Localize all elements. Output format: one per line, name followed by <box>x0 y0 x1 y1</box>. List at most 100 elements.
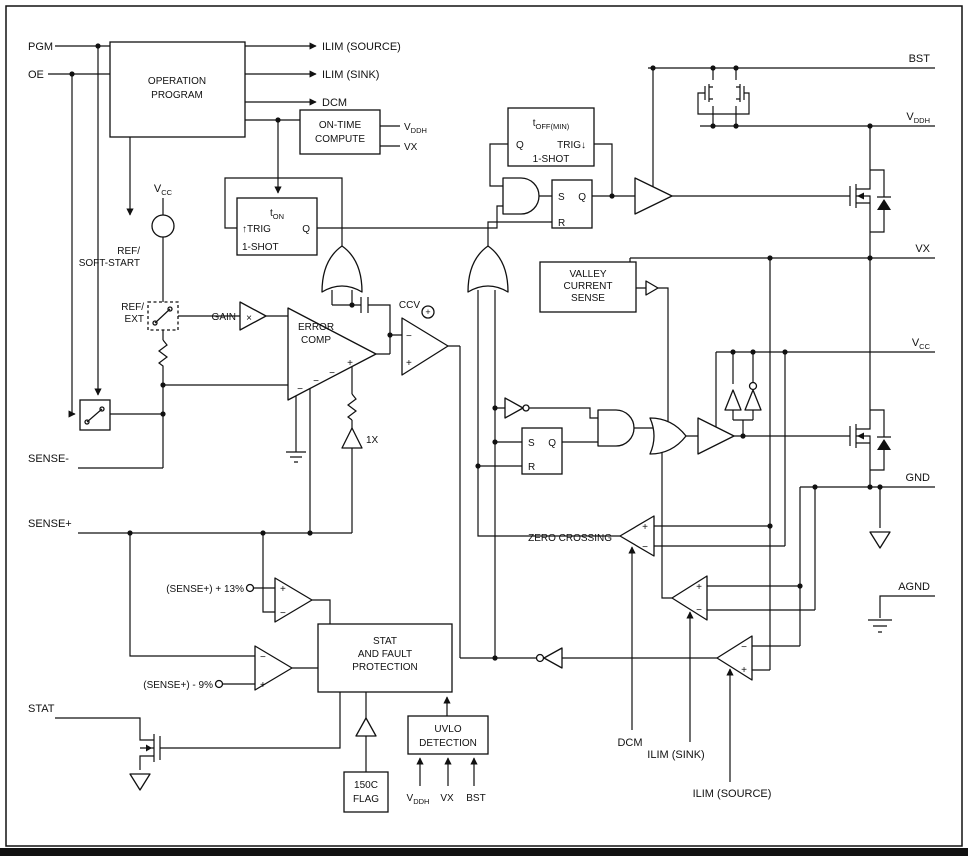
uvp-comparator <box>254 645 293 691</box>
latch-q-label: Q <box>578 192 586 203</box>
zero-crossing-label: ZERO CROSSING <box>528 533 612 544</box>
ton-one-shot-label: 1-SHOT <box>242 242 279 253</box>
mosfet-arrow-icon <box>146 744 152 752</box>
wiring-mosfets <box>704 84 891 487</box>
ref-soft-start-label: SOFT-START <box>79 258 140 269</box>
pin-vcc: VCC <box>912 337 931 351</box>
error-comp-minus: − <box>313 376 319 387</box>
and-gate-top <box>502 177 540 215</box>
junction-dot <box>160 411 166 417</box>
on-time-compute-label: COMPUTE <box>315 134 365 145</box>
zc-minus: − <box>642 542 648 553</box>
junction-dot <box>797 583 803 589</box>
label-ilim-source-in: ILIM (SOURCE) <box>693 788 772 800</box>
valley-sense-label: VALLEY <box>569 269 606 280</box>
switch-icon <box>84 406 105 425</box>
zc-plus: + <box>642 522 648 533</box>
latch-s-label: S <box>558 192 565 203</box>
toff-one-shot-box <box>507 107 595 167</box>
junction-dot <box>387 332 393 338</box>
junction-dot <box>710 65 716 71</box>
ovp-comparator <box>274 577 313 623</box>
junction-dot <box>492 655 498 661</box>
stat-fault-label: AND FAULT <box>358 649 412 660</box>
uvlo-in-bst-label: BST <box>466 793 485 804</box>
junction-dot <box>867 255 873 261</box>
ccv-minus: − <box>406 331 412 342</box>
flag-150c-label: 150C <box>354 780 378 791</box>
on-time-vx-label: VX <box>404 142 418 153</box>
gain-times-symbol: × <box>246 313 252 324</box>
junction-dot <box>492 405 498 411</box>
valley-sense-label: SENSE <box>571 293 605 304</box>
uvlo-in-vx-label: VX <box>440 793 454 804</box>
junction-dot <box>95 43 101 49</box>
ovp-comp-plus: + <box>280 584 286 595</box>
ilim-source-comp-minus: − <box>741 642 747 653</box>
junction-dot <box>260 530 266 536</box>
operation-program-label: OPERATION <box>148 76 206 87</box>
uvp-threshold-terminal <box>214 679 224 689</box>
valley-sense-label: CURRENT <box>564 281 613 292</box>
or-gate-lowside <box>649 417 687 455</box>
junction-dot <box>740 433 746 439</box>
ccv-sum-plus: + <box>425 307 430 317</box>
one-x-buffer <box>341 427 363 449</box>
wire-oe-branch <box>68 74 76 418</box>
valley-sense-buffer <box>645 280 659 296</box>
on-time-vddh-label: VDDH <box>404 122 427 135</box>
ref-ext-label: REF/ <box>121 302 144 313</box>
toff-label: tOFF(MIN) <box>533 118 570 131</box>
or-gate-ton <box>321 245 363 293</box>
ton-one-shot-box <box>236 197 318 256</box>
label-ilim-sink-in: ILIM (SINK) <box>647 749 704 761</box>
or-gate-reset <box>467 245 509 293</box>
and-gate-bottom <box>597 409 635 447</box>
junction-dot <box>160 382 166 388</box>
ilim-source-comp-plus: + <box>741 665 747 676</box>
latch2-s-label: S <box>528 438 535 449</box>
pin-oe: OE <box>28 69 44 81</box>
body-diode-icon <box>877 439 891 450</box>
junction-dot <box>733 65 739 71</box>
inverter-bubble-icon <box>535 653 545 663</box>
switch-blade-icon <box>86 408 103 423</box>
vcc-clamp-b <box>744 389 762 411</box>
pin-stat: STAT <box>28 703 55 715</box>
ccv-sum-icon <box>421 305 435 319</box>
uvlo-in-vddh-label: VDDH <box>407 793 430 806</box>
ovp-comp-minus: − <box>280 608 286 619</box>
mosfet-arrow-icon <box>857 192 864 200</box>
pin-vx: VX <box>915 243 930 255</box>
error-comparator <box>287 307 377 401</box>
junction-dot <box>782 349 788 355</box>
ccv-plus: + <box>406 358 412 369</box>
error-comp-label: ERROR <box>298 322 334 333</box>
mosfet-arrow-icon <box>857 432 864 440</box>
ilim-source-comparator <box>716 635 753 681</box>
error-comp-label: COMP <box>301 335 331 346</box>
stat-fault-protection-box <box>317 623 453 693</box>
toff-trig-label: TRIG↓ <box>557 140 586 151</box>
label-dcm-in: DCM <box>617 737 642 749</box>
toff-q-label: Q <box>516 140 524 151</box>
junction-dot <box>307 530 313 536</box>
sr-latch-bottom-box <box>521 427 563 475</box>
pin-gnd: GND <box>906 472 931 484</box>
ref-ext-switch-icon <box>152 306 173 326</box>
pin-bst: BST <box>909 53 931 65</box>
sense-minus-9-label: (SENSE+) - 9% <box>143 680 213 691</box>
gain-label: GAIN <box>212 312 236 323</box>
uvlo-label: UVLO <box>434 724 461 735</box>
pin-vddh: VDDH <box>906 111 930 125</box>
operation-program-box <box>109 41 246 138</box>
high-side-driver <box>634 177 673 215</box>
uvp-comp-minus: − <box>260 652 266 663</box>
operation-program-label: PROGRAM <box>151 90 203 101</box>
junction-dot <box>275 117 281 123</box>
flag-150c-label: FLAG <box>353 794 379 805</box>
gain-amp <box>239 301 267 331</box>
pin-pgm: PGM <box>28 41 53 53</box>
junction-dot <box>730 349 736 355</box>
error-comp-minus: − <box>297 384 303 395</box>
